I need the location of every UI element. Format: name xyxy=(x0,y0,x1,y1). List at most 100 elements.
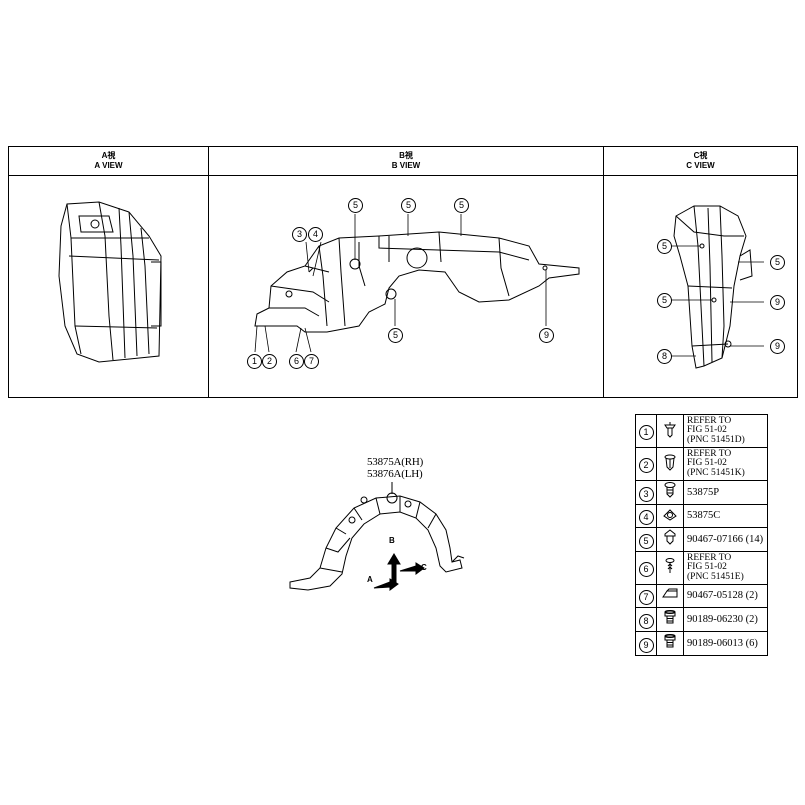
legend-part-text: 90467-07166 (14) xyxy=(683,527,768,552)
legend-number-cell: 2 xyxy=(635,447,657,481)
legend-row: 8 90189-06230 (2) xyxy=(635,607,768,632)
legend-part-text: 53875C xyxy=(683,504,768,528)
callout-3: 3 xyxy=(292,227,307,242)
legend-number-cell: 9 xyxy=(635,631,657,656)
legend-number-cell: 4 xyxy=(635,504,657,528)
legend-number-cell: 1 xyxy=(635,414,657,448)
callout-9: 9 xyxy=(770,295,785,310)
legend-part-text: 53875P xyxy=(683,480,768,505)
liner-front-icon xyxy=(254,214,580,353)
legend-part-line: 53875P xyxy=(687,486,720,498)
legend-part-line: 53875C xyxy=(687,510,721,521)
a-view-panel: A視 A VIEW xyxy=(9,147,209,397)
legend-part-text: 90189-06230 (2) xyxy=(683,607,768,632)
callout-1: 1 xyxy=(247,354,262,369)
callout-9: 9 xyxy=(770,339,785,354)
part-number-rh: 53875A(RH) xyxy=(367,456,424,468)
retainer-icon xyxy=(656,584,684,608)
legend-number: 6 xyxy=(638,562,654,577)
part-number-lh: 53876A(LH) xyxy=(367,468,423,480)
c-view-header: C視 C VIEW xyxy=(604,147,797,176)
legend-row: 4 53875C xyxy=(635,504,768,528)
legend-row: 5 90467-07166 (14) xyxy=(635,527,768,552)
callout-2: 2 xyxy=(262,354,277,369)
a-view-header: A視 A VIEW xyxy=(9,147,208,176)
a-view-title-cn: A視 xyxy=(101,151,116,160)
legend-part-line: FIG 51-02 xyxy=(687,458,727,469)
legend-number-cell: 7 xyxy=(635,584,657,608)
callout-5: 5 xyxy=(401,198,416,213)
push-rivet-icon xyxy=(656,551,684,585)
bolt-icon xyxy=(656,631,684,656)
callout-5: 5 xyxy=(454,198,469,213)
a-view-drawing xyxy=(9,176,208,397)
b-view-title-en: B VIEW xyxy=(391,161,421,170)
callout-5: 5 xyxy=(657,239,672,254)
callout-9: 9 xyxy=(539,328,554,343)
legend-number: 5 xyxy=(638,533,654,549)
fender-liner-icon xyxy=(289,482,465,591)
legend-row: 7 90467-05128 (2) xyxy=(635,584,768,608)
callout-5: 5 xyxy=(348,198,363,213)
screw-grommet-icon xyxy=(656,480,684,505)
legend-part-line: (PNC 51451E) xyxy=(687,571,744,582)
legend-number: 1 xyxy=(638,425,654,440)
legend-number: 9 xyxy=(638,637,654,653)
view-frame: A視 A VIEW xyxy=(8,146,798,398)
legend-part-line: (PNC 51451D) xyxy=(687,434,745,445)
legend-part-text: 90467-05128 (2) xyxy=(683,584,768,608)
a-view-title-en: A VIEW xyxy=(94,161,123,170)
legend-part-line: 90189-06230 (2) xyxy=(687,613,758,625)
callout-5: 5 xyxy=(770,255,785,270)
c-view-drawing: 5 5 5 9 9 8 xyxy=(604,176,797,397)
b-view-header: B視 B VIEW xyxy=(209,147,603,176)
legend-number: 7 xyxy=(638,590,654,605)
nut-clip-icon xyxy=(656,504,684,528)
legend-number: 4 xyxy=(638,510,654,525)
legend-part-line: 90189-06013 (6) xyxy=(687,637,758,649)
legend-part-line: FIG 51-02 xyxy=(687,425,727,436)
legend-part-line: REFER TO xyxy=(687,415,732,426)
legend-number-cell: 6 xyxy=(635,551,657,585)
legend-number-cell: 3 xyxy=(635,480,657,505)
legend-number: 8 xyxy=(638,613,654,629)
legend-part-line: 90467-07166 (14) xyxy=(687,533,764,545)
legend-number: 3 xyxy=(638,486,654,502)
legend-number-cell: 5 xyxy=(635,527,657,552)
direction-b-label: B xyxy=(389,536,395,545)
callout-4: 4 xyxy=(308,227,323,242)
push-clip-icon xyxy=(656,414,684,448)
callout-7: 7 xyxy=(304,354,319,369)
callout-6: 6 xyxy=(289,354,304,369)
c-view-title-en: C VIEW xyxy=(686,161,715,170)
legend-part-line: FIG 51-02 xyxy=(687,562,727,573)
bolt-icon xyxy=(656,607,684,632)
callout-5: 5 xyxy=(388,328,403,343)
direction-a-label: A xyxy=(367,575,373,584)
liner-rear-icon xyxy=(670,205,764,369)
legend-part-line: 90467-05128 (2) xyxy=(687,590,758,601)
liner-side-icon xyxy=(58,201,162,363)
legend-part-text: 90189-06013 (6) xyxy=(683,631,768,656)
c-view-panel: C視 C VIEW xyxy=(604,147,797,397)
legend-part-line: (PNC 51451K) xyxy=(687,467,745,478)
callout-8: 8 xyxy=(657,349,672,364)
legend-number-cell: 8 xyxy=(635,607,657,632)
legend-number: 2 xyxy=(638,458,654,473)
b-view-drawing: 5 5 5 3 4 5 9 1 2 6 7 xyxy=(209,176,603,397)
direction-c-label: C xyxy=(421,563,427,572)
b-view-panel: B視 B VIEW xyxy=(209,147,604,397)
screw-clip-icon xyxy=(656,527,684,552)
legend-row: 9 90189-06013 (6) xyxy=(635,631,768,656)
legend-part-line: REFER TO xyxy=(687,552,732,563)
b-view-title-cn: B視 xyxy=(399,151,413,160)
clip-icon xyxy=(656,447,684,481)
c-view-title-cn: C視 xyxy=(693,151,708,160)
